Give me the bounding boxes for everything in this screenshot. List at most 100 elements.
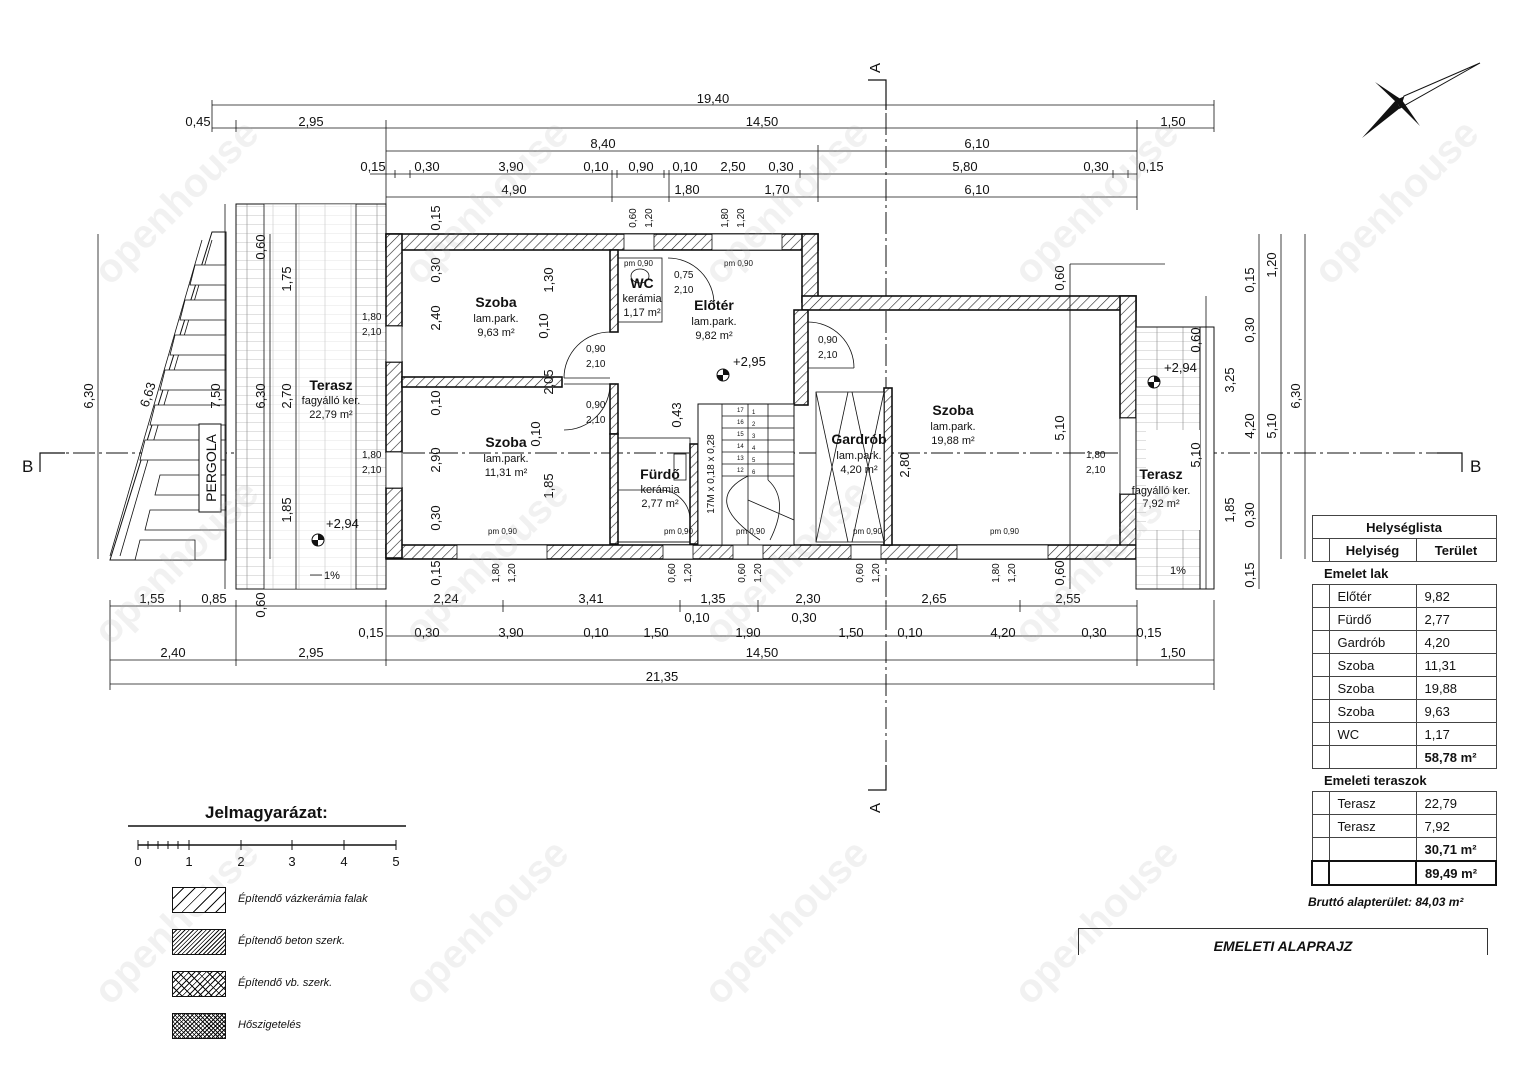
table-cell: 19,88 — [1415, 676, 1497, 700]
room-area: 9,63 m² — [477, 327, 515, 339]
dim: 3,41 — [578, 591, 603, 606]
dim: 1,80 — [991, 563, 1002, 583]
room-name-gardrob: Gardrób — [831, 431, 886, 447]
window-label: pm 0,90 — [736, 527, 765, 536]
stair: 17M x 0,18 x 0,28 17 16 15 14 13 12 1 2 … — [697, 403, 795, 546]
stair-step: 12 — [737, 468, 744, 474]
stair-step: 5 — [752, 458, 756, 464]
dim: 1,75 — [279, 266, 294, 291]
room-floor: fagyálló ker. — [1132, 485, 1191, 497]
dim: 2,65 — [921, 591, 946, 606]
scale-bar: 0 1 2 3 4 5 — [128, 825, 406, 869]
stair-step: 15 — [737, 432, 744, 438]
table-cell: 1,17 — [1415, 722, 1497, 746]
room-name-terasz-right: Terasz — [1139, 466, 1182, 482]
window-label: pm 0,90 — [724, 259, 753, 268]
room-area: 11,31 m² — [485, 467, 528, 479]
dim: 1,20 — [1264, 252, 1279, 277]
dim: 0,10 — [897, 625, 922, 640]
table-col-room: Helyiség — [1328, 538, 1417, 562]
dim: 2,50 — [720, 159, 745, 174]
dim: 0,30 — [1242, 317, 1257, 342]
dim: 5,80 — [952, 159, 977, 174]
dim: 2,80 — [897, 452, 912, 477]
table-section: Emelet lak — [1324, 565, 1389, 581]
dim: 0,60 — [667, 563, 678, 583]
room-area: 1,17 m² — [623, 307, 661, 319]
level-markers: +2,95 +2,94 +2,94 — [311, 354, 1197, 547]
legend-swatch — [172, 929, 226, 955]
table-cell: 2,77 — [1415, 607, 1497, 631]
dim: 0,30 — [768, 159, 793, 174]
dim: 0,10 — [583, 625, 608, 640]
level-eloter: +2,95 — [733, 354, 766, 369]
dim: 0,10 — [684, 610, 709, 625]
dim: 0,60 — [253, 234, 268, 259]
opening-width: 1,80 — [362, 312, 382, 323]
legend-swatch — [172, 1013, 226, 1039]
stair-step: 13 — [737, 456, 744, 462]
room-area: 9,82 m² — [695, 330, 733, 342]
dim: 3,90 — [498, 159, 523, 174]
stair-step: 6 — [752, 470, 756, 476]
level-terasz-left: +2,94 — [326, 516, 359, 531]
table-spacer — [1311, 538, 1330, 562]
room-list-table: Helységlista Helyiség Terület Emelet lak… — [1311, 515, 1497, 886]
table-cell: Fürdő — [1328, 607, 1417, 631]
table-col-area: Terület — [1415, 538, 1497, 562]
dim: 0,85 — [201, 591, 226, 606]
room-name-furdo: Fürdő — [640, 466, 680, 482]
stair-label: 17M x 0,18 x 0,28 — [706, 434, 717, 514]
dim: 6,10 — [964, 136, 989, 151]
dim: 1,50 — [1160, 114, 1185, 129]
legend-swatch — [172, 887, 226, 913]
right-terrace: Terasz fagyálló ker. 7,92 m² 1% — [1132, 326, 1215, 590]
dim: 1,30 — [541, 267, 556, 292]
dim: 5,10 — [1264, 413, 1279, 438]
room-area: 19,88 m² — [931, 435, 975, 447]
scale-tick: 0 — [134, 854, 141, 869]
opening-width: 1,80 — [1086, 450, 1106, 461]
slope-label: 1% — [324, 570, 340, 582]
dim: 1,20 — [507, 563, 518, 583]
table-cell: WC — [1328, 722, 1417, 746]
stair-step: 2 — [752, 422, 756, 428]
dim: 14,50 — [746, 645, 779, 660]
dim: 6,30 — [253, 383, 268, 408]
room-name-szoba3: Szoba — [932, 402, 973, 418]
dim: 4,20 — [990, 625, 1015, 640]
dim: 14,50 — [746, 114, 779, 129]
door-width: 0,90 — [586, 344, 606, 355]
dim: 6,10 — [964, 182, 989, 197]
window-label: pm 0,90 — [488, 527, 517, 536]
dim: 1,80 — [491, 563, 502, 583]
room-name-terasz-left: Terasz — [309, 377, 352, 393]
dim: 0,15 — [1242, 267, 1257, 292]
dim: 0,15 — [1242, 562, 1257, 587]
table-total: 30,71 m² — [1415, 837, 1497, 862]
room-area: 4,20 m² — [840, 464, 878, 476]
door-width: 0,90 — [586, 400, 606, 411]
dim: 1,50 — [838, 625, 863, 640]
legend-title: Jelmagyarázat: — [205, 803, 328, 822]
dim: 0,10 — [428, 390, 443, 415]
dim: 5,10 — [1188, 442, 1203, 467]
room-area: 22,79 m² — [309, 409, 353, 421]
fixtures — [617, 257, 691, 543]
door-height: 2,10 — [818, 350, 838, 361]
room-area: 7,92 m² — [1142, 498, 1180, 510]
gardrob-shelves — [815, 391, 885, 543]
window-label: pm 0,90 — [624, 259, 653, 268]
dim: 0,45 — [185, 114, 210, 129]
dim-bottom-overall: 21,35 — [646, 669, 679, 684]
legend-label: Építendő vb. szerk. — [238, 977, 333, 989]
room-floor: lam.park. — [473, 313, 518, 325]
dim: 7,50 — [208, 383, 223, 408]
dim: 0,30 — [414, 625, 439, 640]
dim: 0,15 — [1136, 625, 1161, 640]
dim: 3,90 — [498, 625, 523, 640]
